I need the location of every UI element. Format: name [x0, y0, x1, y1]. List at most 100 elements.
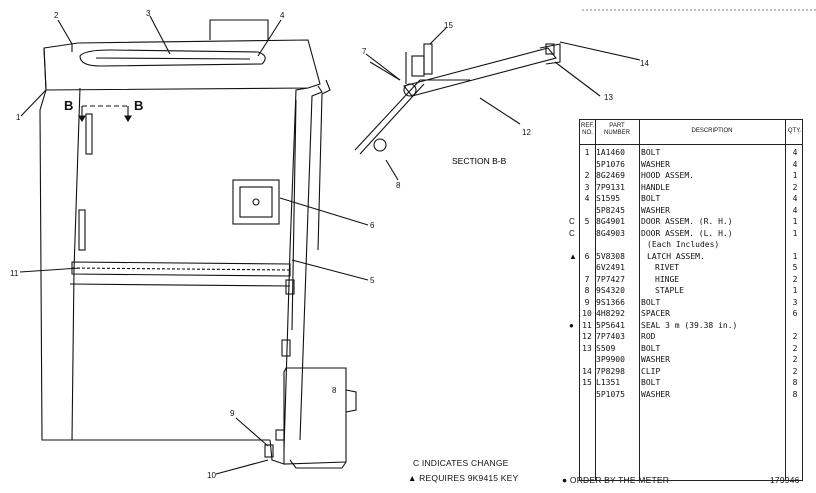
callout-1: 1	[16, 113, 21, 122]
callout-13: 13	[604, 93, 613, 102]
part-number-cell: 9S4320	[596, 286, 625, 295]
top-block	[209, 19, 269, 40]
part-number-cell: 5P1076	[596, 159, 625, 169]
header-description: DESCRIPTION	[691, 128, 733, 134]
ref-cell: 2	[584, 171, 590, 180]
table-row: 13 S509 BOLT 2	[580, 343, 804, 355]
qty-cell: 5	[792, 263, 798, 272]
note-change: C INDICATES CHANGE	[413, 458, 509, 468]
qty-cell: 4	[792, 205, 798, 215]
qty-cell: 2	[792, 182, 798, 192]
part-number-cell: 8G2469	[596, 171, 625, 180]
ref-cell: 13	[582, 343, 592, 353]
door-panel-left	[71, 87, 81, 441]
ref-cell: 5	[584, 217, 590, 226]
door-right-edge	[283, 87, 309, 451]
qty-cell: 8	[792, 389, 798, 399]
part-number-cell: 6V2491	[596, 263, 625, 272]
ref-cell: 10	[582, 309, 592, 318]
callout-10: 10	[207, 471, 216, 480]
callout-2: 2	[54, 11, 59, 20]
qty-cell: 2	[792, 355, 798, 364]
part-number-cell: 8G4903	[596, 228, 625, 238]
description-cell: CLIP	[641, 366, 661, 376]
qty-cell: 3	[792, 297, 798, 307]
part-number-cell: 7P8298	[596, 366, 625, 376]
part-number-cell: 9S1366	[596, 297, 625, 307]
description-cell: BOLT	[641, 343, 661, 353]
description-cell: RIVET	[655, 263, 680, 272]
description-cell: WASHER	[641, 389, 670, 399]
qty-cell: 2	[792, 332, 798, 341]
description-cell: DOOR ASSEM. (L. H.)	[641, 228, 733, 238]
ref-cell: 12	[582, 332, 592, 341]
description-cell: STAPLE	[655, 286, 684, 295]
ref-cell: 4	[584, 194, 590, 203]
table-row: 2 8G2469 HOOD ASSEM. 1	[580, 170, 804, 182]
section-title: SECTION B-B	[452, 156, 507, 166]
callout-11: 11	[10, 269, 19, 278]
table-row: 6V2491 RIVET 5	[580, 262, 804, 274]
qty-cell: 1	[792, 171, 798, 180]
part-number-cell: 1A1460	[596, 148, 625, 157]
description-cell: SEAL 3 m (39.38 in.)	[641, 320, 738, 330]
ref-cell: 8	[584, 286, 590, 295]
part-number-cell: 4H8292	[596, 309, 625, 318]
qty-cell: 2	[792, 343, 798, 353]
callout-12: 12	[522, 128, 531, 137]
part-number-cell: 3P9900	[596, 355, 625, 364]
part-number-cell: 5V8308	[596, 251, 625, 261]
part-number-cell: S509	[596, 343, 616, 353]
callout-5: 5	[370, 276, 375, 285]
description-cell: WASHER	[641, 159, 670, 169]
note-key: ▲ REQUIRES 9K9415 KEY	[408, 473, 519, 483]
part-number-cell: 7P7403	[596, 332, 625, 341]
latch-plate	[232, 179, 280, 225]
callout-6: 6	[370, 221, 375, 230]
section-hinge	[373, 138, 387, 152]
ref-cell: 9	[584, 297, 590, 307]
callout-8-section: 8	[396, 181, 401, 190]
prop-rod	[403, 47, 557, 97]
description-cell: HOOD ASSEM.	[641, 171, 694, 180]
header-qty: QTY.	[787, 128, 802, 134]
qty-cell: 8	[792, 378, 798, 387]
section-marker-right: B	[134, 98, 143, 113]
ref-cell: 6	[584, 251, 590, 261]
part-number-cell: 7P9131	[596, 182, 625, 192]
qty-cell: 2	[792, 366, 798, 376]
table-row: (Each Includes)	[580, 239, 804, 251]
handle-slot	[79, 49, 266, 67]
change-mark: C	[569, 228, 575, 238]
part-number-cell: 8G4901	[596, 217, 625, 226]
section-panel	[354, 79, 421, 151]
seal-strip	[71, 261, 291, 277]
part-number-cell: L1351	[596, 378, 621, 387]
description-cell: WASHER	[641, 205, 670, 215]
change-mark: C	[569, 217, 575, 226]
part-number-cell: 5P1075	[596, 389, 625, 399]
description-cell: BOLT	[641, 148, 661, 157]
part-number-cell: S1595	[596, 194, 621, 203]
table-row: 5P1075 WASHER 8	[580, 389, 804, 401]
description-cell: HANDLE	[641, 182, 670, 192]
description-cell: WASHER	[641, 355, 670, 364]
callout-4: 4	[280, 11, 285, 20]
ref-cell: 15	[582, 378, 592, 387]
qty-cell: 2	[792, 274, 798, 284]
description-cell: DOOR ASSEM. (R. H.)	[641, 217, 733, 226]
qty-cell: 1	[792, 228, 798, 238]
description-cell: LATCH ASSEM.	[647, 251, 705, 261]
change-mark: ●	[569, 320, 574, 330]
qty-cell: 6	[792, 309, 798, 318]
